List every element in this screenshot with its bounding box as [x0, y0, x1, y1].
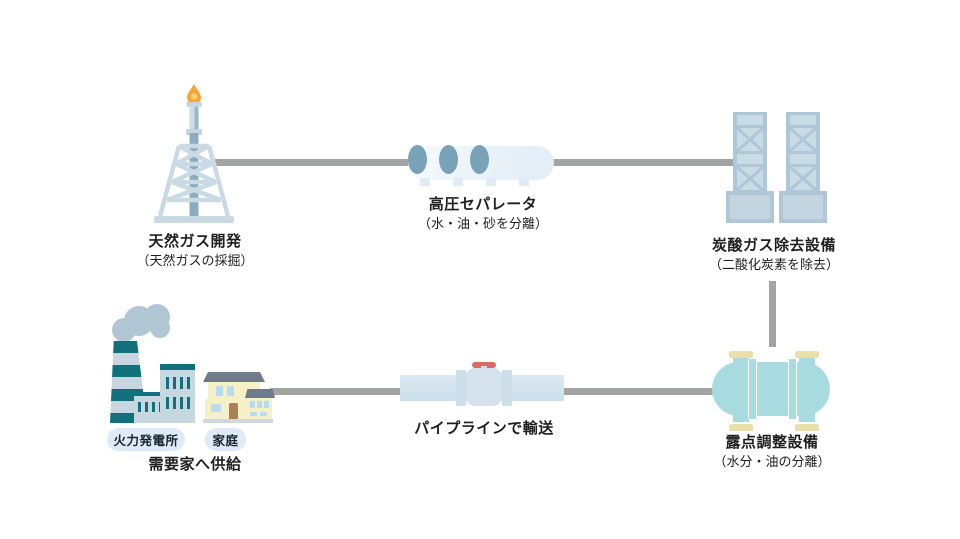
connector-dewpoint-to-pipeline [562, 388, 714, 395]
flame-core [190, 93, 198, 100]
valve-body [464, 368, 504, 406]
building-windows [138, 402, 162, 412]
house-lower-wall [205, 399, 249, 420]
building-windows [166, 377, 190, 389]
house-wing-wall [248, 398, 272, 420]
house-base [203, 419, 273, 423]
vessel-body [712, 362, 830, 416]
label-separator: 高圧セパレータ （水・油・砂を分離） [383, 195, 583, 233]
tower-left [726, 112, 774, 223]
pipe-segment-right [508, 375, 564, 401]
pipe-segment-left [400, 375, 460, 401]
pipeline-valve-icon [398, 361, 566, 407]
house-main-roof [203, 372, 265, 382]
label-co2-removal: 炭酸ガス除去設備 （二酸化炭素を除去） [674, 236, 874, 274]
house-wing-roof [245, 389, 275, 398]
power-plant-main-building [160, 364, 195, 423]
station-subtitle: （二酸化炭素を除去） [708, 257, 839, 272]
derrick-mast [189, 133, 199, 222]
drilling-derrick-icon [154, 84, 234, 223]
separator-port [470, 145, 489, 174]
tower-right [779, 112, 827, 223]
smoke-cloud-icon [112, 304, 172, 344]
house-icon [203, 372, 275, 423]
station-title: 炭酸ガス除去設備 [711, 237, 836, 254]
station-title: 露点調整設備 [725, 434, 819, 451]
separator-port [439, 145, 458, 174]
label-gas-development: 天然ガス開発 （天然ガスの採掘） [95, 232, 295, 270]
flange-cap [729, 351, 753, 358]
flange-cap [795, 351, 819, 358]
station-title: パイプラインで輸送 [414, 420, 554, 437]
valve-flange [456, 370, 466, 406]
separator-icon [408, 144, 554, 188]
power-plant-low-building [134, 392, 162, 423]
co2-removal-towers-icon [726, 112, 827, 223]
station-title: 天然ガス開発 [148, 233, 242, 250]
connector-towers-to-dewpoint [769, 281, 776, 347]
connector-derrick-to-separator [213, 159, 410, 166]
vessel-band [748, 359, 757, 419]
station-title: 高圧セパレータ [428, 196, 538, 213]
derrick-lattice [157, 143, 231, 217]
building-windows [166, 397, 190, 409]
house-door [229, 403, 238, 420]
vessel-band [788, 359, 797, 419]
connector-pipeline-to-consumers [270, 388, 402, 395]
badge-power-plant: 火力発電所 [107, 428, 185, 451]
station-subtitle: （天然ガスの採掘） [136, 253, 254, 268]
station-subtitle: （水・油・砂を分離） [417, 216, 548, 231]
station-title: 需要家へ供給 [148, 456, 242, 473]
flange-cap [729, 424, 753, 431]
flange-cap [795, 424, 819, 431]
valve-flange [502, 370, 512, 406]
valve-handle [472, 362, 496, 368]
label-pipeline: パイプラインで輸送 [384, 419, 584, 439]
separator-port [408, 145, 427, 174]
badge-label: 家庭 [212, 434, 239, 448]
dew-point-vessel-icon [710, 348, 834, 434]
badge-home: 家庭 [205, 428, 246, 451]
flare-tip [186, 102, 202, 107]
label-dew-point: 露点調整設備 （水分・油の分離） [672, 433, 872, 471]
derrick-base [154, 216, 234, 223]
station-subtitle: （水分・油の分離） [713, 454, 831, 469]
label-supply: 需要家へ供給 [95, 455, 295, 475]
badge-label: 火力発電所 [113, 434, 179, 448]
connector-separator-to-towers [553, 159, 733, 166]
